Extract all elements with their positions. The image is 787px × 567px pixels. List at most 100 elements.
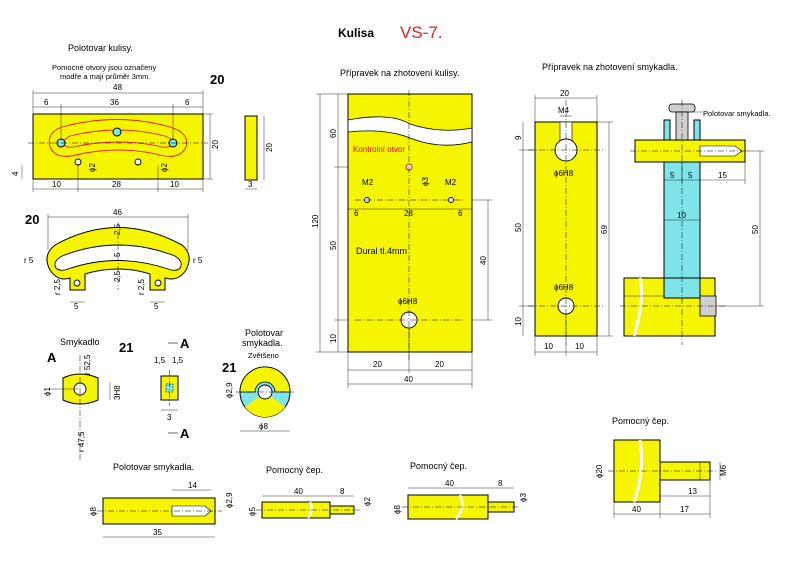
slot-dim-2-5-bottom: 2,5 xyxy=(113,270,122,282)
slider-blank-bar-title: Polotovar smykadla. xyxy=(113,462,194,472)
slot-dim-5-right: 5 xyxy=(154,302,159,311)
slot-dim-46: 46 xyxy=(113,208,122,217)
slider-side-dim-3: 3 xyxy=(167,413,172,422)
jig-slot-dim-40-vertical: 40 xyxy=(479,256,488,265)
aux-pin-1-dim-8: 8 xyxy=(340,487,345,496)
jig-slider-dim-50: 50 xyxy=(514,223,523,232)
blank-dim-20: 20 xyxy=(211,140,220,149)
slider-dim-r52-5: r 52,5 xyxy=(83,354,92,375)
blank-dim-6-right: 6 xyxy=(185,98,190,107)
blank-note-line2: modře a mají průměr 3mm. xyxy=(60,72,150,81)
slider-dim-r47-5: r 47,5 xyxy=(77,431,86,452)
jig-slider-title: Přípravek na zhotovení smykadla. xyxy=(542,62,678,72)
jig-slider-dim-10-column: 10 xyxy=(677,211,686,220)
blank-pin-hole-left xyxy=(74,158,82,166)
aux-pin-2-dim-phi8: ϕ8 xyxy=(393,505,402,514)
slot-pin-hole-right xyxy=(154,279,162,287)
slot-dim-5: 5 xyxy=(113,252,122,257)
aux-pin-right-view: Pomocný čep. ϕ20 M6 13 40 17 xyxy=(595,416,728,518)
jig-slider-dim-20: 20 xyxy=(560,89,569,98)
jig-slot-dim-phi6h8: ϕ6H8 xyxy=(398,297,418,306)
jig-slot-dim-20-left: 20 xyxy=(373,360,382,369)
aux-pin-1-dim-40: 40 xyxy=(294,487,303,496)
slot-pin-hole-left xyxy=(73,279,81,287)
slider-side-a-bottom: A xyxy=(180,426,190,441)
slider-blank-bar-dim-phi8: ϕ8 xyxy=(89,507,98,516)
slider-view: Smykadlo 21 A r 52,5 ϕ1 3H8 r 47,5 A A 1… xyxy=(43,336,190,460)
slider-section-a: A xyxy=(47,350,57,365)
sheet-title: Kulisa xyxy=(338,26,374,40)
aux-pin-right-dim-phi20: ϕ20 xyxy=(595,464,604,478)
jig-slot-break xyxy=(347,116,473,146)
blank-scale-number: 20 xyxy=(210,72,224,87)
blank-dim-10-right: 10 xyxy=(170,180,179,189)
blank-dim-4: 4 xyxy=(11,171,20,176)
blank-note-line1: Pomocné otvory jsou označeny xyxy=(52,63,156,72)
slider-dim-3h8: 3H8 xyxy=(113,385,122,400)
jig-slider-dim-69: 69 xyxy=(600,225,609,234)
aux-pin-1-title: Pomocný čep. xyxy=(266,465,323,475)
aux-pin-right-dim-m6: M6 xyxy=(719,464,728,476)
blank-aux-hole-center xyxy=(112,127,122,137)
slider-blank-round: Polotovar smykadla. Zvětšeno 21 ϕ2,9 ϕ8 xyxy=(222,328,294,432)
blank-dim-28: 28 xyxy=(112,180,121,189)
aux-pin-1-view: Pomocný čep. 40 8 ϕ2 ϕ5 xyxy=(248,465,372,519)
blank-pin-hole-right xyxy=(134,158,142,166)
jig-slot-dim-120: 120 xyxy=(311,214,320,228)
slot-dim-5-left: 5 xyxy=(74,302,79,311)
blank-dim-10-left: 10 xyxy=(52,180,61,189)
slider-blank-round-dim-phi2-9: ϕ2,9 xyxy=(225,382,234,398)
blank-side-view xyxy=(244,115,258,181)
aux-pin-right-title: Pomocný čep. xyxy=(612,416,669,426)
jig-slot-material: Dural tl.4mm xyxy=(356,246,407,256)
aux-pin-2-view: Pomocný čep. 40 8 ϕ3 ϕ8 xyxy=(393,461,528,520)
jig-slider-view: Přípravek na zhotovení smykadla. 20 M4 ϕ… xyxy=(514,62,771,356)
slider-blank-round-scale: 21 xyxy=(222,360,236,375)
aux-pin-2-dim-8: 8 xyxy=(498,479,503,488)
drawing-code: VS-7. xyxy=(400,23,443,42)
blank-dim-phi2-right: ϕ2 xyxy=(160,163,169,172)
jig-slider-dim-15: 15 xyxy=(718,171,727,180)
jig-slider-blank-label: Polotovar smykadla. xyxy=(703,109,771,118)
aux-pin-1-dim-phi5: ϕ5 xyxy=(248,507,257,516)
jig-slot-dim-28: 28 xyxy=(404,209,413,218)
aux-pin-2-dim-phi3: ϕ3 xyxy=(519,493,528,502)
slot-dim-2-5-top: 2,5 xyxy=(113,223,122,235)
aux-pin-2-title: Pomocný čep. xyxy=(410,461,467,471)
jig-slider-dim-m4: M4 xyxy=(558,106,570,115)
slot-scale-number: 20 xyxy=(25,212,39,227)
blank-side-dim-20: 20 xyxy=(265,143,274,152)
slider-side-dim-1-5-left: 1,5 xyxy=(154,356,166,365)
slot-view: 20 46 r 5 r 5 2,5 5 2,5 r 2,5 r 2,5 5 5 xyxy=(24,208,203,311)
slider-scale-number: 21 xyxy=(119,340,133,355)
jig-slot-dim-20-right: 20 xyxy=(435,360,444,369)
slider-blank-bar-view: Polotovar smykadla. 14 ϕ2,9 ϕ8 35 xyxy=(89,462,234,538)
blank-dim-36: 36 xyxy=(110,98,119,107)
aux-pin-right-dim-40: 40 xyxy=(632,505,641,514)
slot-dim-r2-5-right: r 2,5 xyxy=(137,278,146,295)
slider-blank-bar-dim-phi2-9: ϕ2,9 xyxy=(225,492,234,508)
slider-blank-round-dim-phi8: ϕ8 xyxy=(259,422,268,431)
blank-dim-48: 48 xyxy=(113,83,122,92)
aux-pin-1-dim-phi2: ϕ2 xyxy=(363,497,372,506)
blank-side-dim-3: 3 xyxy=(248,180,253,189)
slot-dim-r5-left: r 5 xyxy=(24,256,34,265)
slider-dim-phi1: ϕ1 xyxy=(43,387,52,396)
slider-blank-round-title2: smykadla. xyxy=(242,338,283,348)
slot-dim-r5-right: r 5 xyxy=(193,256,203,265)
jig-slot-dim-40-horizontal: 40 xyxy=(404,375,413,384)
slider-blank-bar-dim-35: 35 xyxy=(153,528,162,537)
aux-pin-right-dim-17: 17 xyxy=(680,505,689,514)
jig-slot-dim-6-left: 6 xyxy=(354,209,359,218)
jig-slot-dim-6-right: 6 xyxy=(458,209,463,218)
slider-title: Smykadlo xyxy=(60,337,100,347)
jig-slot-control-hole-label: Kontrolní otvor xyxy=(353,145,405,154)
jig-slot-view: Přípravek na zhotovení kulisy. Kontrolní… xyxy=(311,68,492,388)
blank-kulisa-outline xyxy=(48,119,188,157)
blank-dim-phi2-left: ϕ2 xyxy=(88,163,97,172)
jig-slot-dim-m2-right: M2 xyxy=(445,178,457,187)
jig-slot-dim-60: 60 xyxy=(329,129,338,138)
jig-slot-dim-50: 50 xyxy=(329,241,338,250)
jig-slider-dim-phi6h8-bottom: ϕ6H8 xyxy=(554,283,574,292)
